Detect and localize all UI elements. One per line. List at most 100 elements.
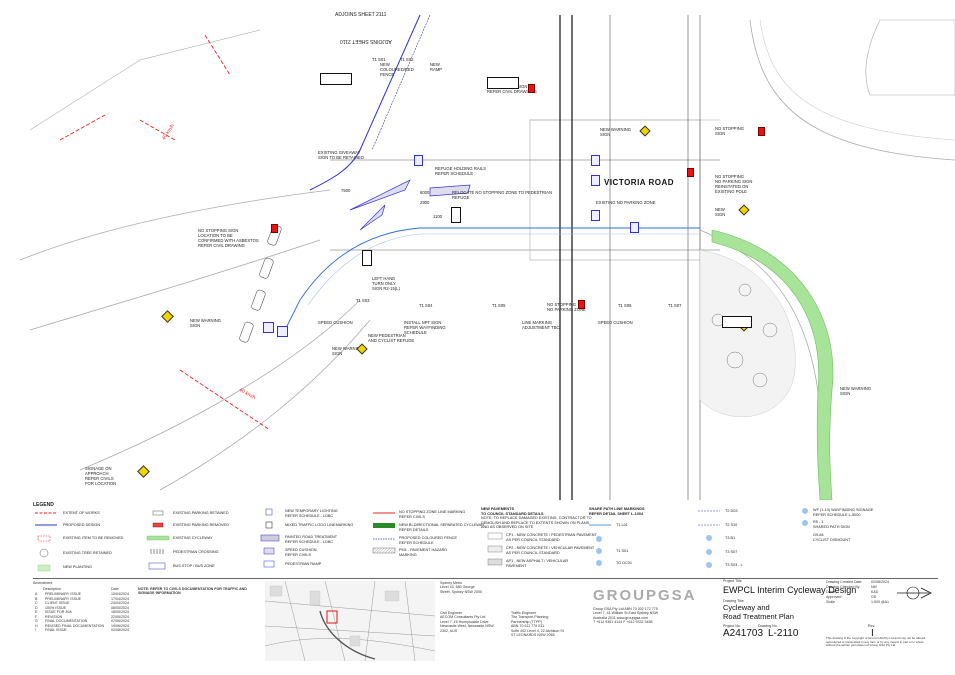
north-arrow-icon xyxy=(897,586,932,600)
amend-rev: E xyxy=(35,610,38,614)
chainage-label: T1 S01 xyxy=(372,57,386,62)
amend-rev: I xyxy=(35,628,36,632)
legend-label: NEW BI-DIRECTIONAL SEPARATED CYCLEWAY RE… xyxy=(399,523,485,532)
callout: INSTALL NPT SIGN REFER WAYFINDING SCHEDU… xyxy=(404,320,446,335)
chainage-label: T1 S06 xyxy=(618,303,632,308)
key-plan-map xyxy=(265,581,435,661)
legend-label: NO STOPPING ZONE LINE MARKING REFER CIVI… xyxy=(399,510,466,519)
legend-label: G9-84 CYCLIST DISMOUNT xyxy=(813,533,851,542)
callout: NEW SIGN xyxy=(715,207,726,217)
road-marking-icon xyxy=(277,326,288,337)
legend-label: PROPOSED DESIGN xyxy=(63,523,101,527)
amend-rev: H xyxy=(35,623,38,628)
callout: SPEED CUSHION xyxy=(318,320,353,325)
site-plan xyxy=(19,14,955,500)
amend-desc: REVISION xyxy=(45,614,63,619)
amend-head: Description xyxy=(43,587,61,591)
legend-label: EXISTING PARKING REMOVED xyxy=(173,523,229,527)
callout: NEW COLOURED/RED FENCE xyxy=(380,62,414,77)
amend-date: 17/04/2024 xyxy=(111,596,129,601)
traffic-engineer: Traffic Engineer The Transport Planning … xyxy=(511,611,564,638)
callout: NEW WARNING SIGN xyxy=(332,346,364,356)
field-label: Drawing Created Date xyxy=(826,580,862,584)
legend-label: BUS STOP / BUS ZONE xyxy=(173,564,215,568)
project-number-label: Project No. xyxy=(723,624,741,628)
callout: SIGNAGE ON APPROACH REFER CIVILS FOR LOC… xyxy=(85,466,117,486)
legend-label: EXISTING TREE RETAINED xyxy=(63,551,112,555)
legend-label: T3 S07 xyxy=(725,550,738,554)
legend-title: LEGEND xyxy=(33,502,54,508)
callout: NEW PEDESTRIAN AND CYCLIST REFUGE xyxy=(368,333,415,343)
legend-label: T3 S03 - L xyxy=(725,563,743,567)
legend-label: NEW PAVEMENTS TO COUNCIL STANDARD DETAIL… xyxy=(481,507,544,516)
amend-rev: A xyxy=(35,592,38,596)
callout: LINE MARKING ADJUSTMENT TBC xyxy=(522,320,560,330)
field-value: 1:500 @A1 xyxy=(871,600,890,604)
dimension: 1100 xyxy=(433,214,443,219)
project-title-label: Project Title xyxy=(723,579,742,583)
amend-rev: B xyxy=(35,596,38,601)
legend-label: SHARE PATH LINE MARKINGS REFER DETAIL SH… xyxy=(589,507,645,516)
callout: NEW WARNING SIGN xyxy=(600,127,632,137)
road-marking-icon xyxy=(591,155,600,166)
legend-label: NEW PLANTING xyxy=(63,565,92,569)
dimension: 7500 xyxy=(341,188,351,193)
amend-desc: FINAL DOCUMENTATION xyxy=(45,619,88,623)
road-marking-icon xyxy=(263,322,274,333)
callout: NEW WARNING SIGN xyxy=(190,318,222,328)
project-title: EWPCL Interim Cycleway Design xyxy=(723,585,857,595)
title-block: Amendment Description Date A PRELIMINARY… xyxy=(33,578,938,661)
amend-desc: CLIENT ISSUE xyxy=(45,601,70,605)
copyright-note: This drawing is the copyright of Group G… xyxy=(826,636,927,648)
no-stopping-sign-icon xyxy=(758,127,765,136)
project-number: A241703 xyxy=(723,628,764,639)
road-marking-icon xyxy=(591,175,600,186)
road-marking-icon xyxy=(591,210,600,221)
chainage-label: T1 S05 xyxy=(492,303,506,308)
drawing-number-label: Drawing No. xyxy=(758,624,778,628)
legend-label: EXISTING ITEM TO BE REMOVED xyxy=(63,536,124,540)
legend-label: AP1 - NEW ASPHALT / VEHICULAR PAVEMENT xyxy=(506,559,569,568)
field-label: Scale xyxy=(826,600,835,604)
field-label: Drawn xyxy=(826,590,837,594)
callout: NEW RAMP xyxy=(430,62,443,72)
road-marking-icon xyxy=(630,222,639,233)
legend-label: PAINTED ROAD TREATMENT REFER SCHEDULE - … xyxy=(285,535,338,544)
legend-label: T3 B1 xyxy=(725,536,736,540)
legend-label: CP1 - NEW CONCRETE / PEDESTRIAN PAVEMENT… xyxy=(506,533,597,542)
field-value: KAD xyxy=(871,590,879,594)
chainage-label: T1 S02 xyxy=(400,57,414,62)
amend-desc: PRELIMINARY ISSUE xyxy=(45,596,82,601)
revision-label: Rev. xyxy=(868,624,876,628)
adjoin-top: ADJOINS SHEET 2111 xyxy=(335,12,387,18)
amend-head: Amendment xyxy=(33,581,53,585)
callout: NO STOPPING SIGN LOCATION TO BE CONFIRME… xyxy=(198,228,259,248)
legend-label: PM1 - PAVEMENT HAZARD MARKING xyxy=(399,548,448,557)
no-stopping-sign-icon xyxy=(687,168,694,177)
amend-date: 19/06/2024 xyxy=(111,623,129,628)
civil-engineer: Civil Engineer AECOM Consultants Pty Ltd… xyxy=(440,611,494,633)
callout: NO STOPPING NO PARKING ZONE xyxy=(547,302,586,312)
amend-date: 22/05/2024 xyxy=(111,614,129,619)
amend-date: 08/05/2024 xyxy=(111,605,129,610)
legend-label: T2 D03 xyxy=(725,509,738,513)
amend-desc: FINAL ISSUE xyxy=(45,628,67,632)
legend-label: NEW TEMPORARY LIGHTING REFER SCHEDULE - … xyxy=(285,509,338,518)
callout: RELOCATE NO STOPPING ZONE TO PEDESTRIAN … xyxy=(452,190,552,200)
sign-panel-icon xyxy=(487,77,519,89)
callout: LEFT HAND TURN ONLY SIGN R2-15(L) xyxy=(372,276,400,291)
amend-rev: G xyxy=(35,619,38,623)
legend-label: PROPOSED COLOURED FENCE REFER SCHEDULE xyxy=(399,536,458,545)
dimension: 2900 xyxy=(420,200,430,205)
amend-date: 18/05/2024 xyxy=(111,610,129,614)
no-stopping-sign-icon xyxy=(528,84,535,93)
callout: NO STOPPING SIGN xyxy=(715,126,745,136)
amend-rev: F xyxy=(35,614,38,619)
callout: NEW WARNING SIGN xyxy=(840,386,872,396)
legend-label: T1 L01 xyxy=(616,523,628,527)
sign-panel-icon xyxy=(451,207,461,223)
legend-label: R5 - 1 SHARED PATH SIGN xyxy=(813,520,850,529)
field-label: Drawing Checked By xyxy=(826,585,860,589)
legend-label: EXISTING CYCLEWAY xyxy=(173,536,213,540)
